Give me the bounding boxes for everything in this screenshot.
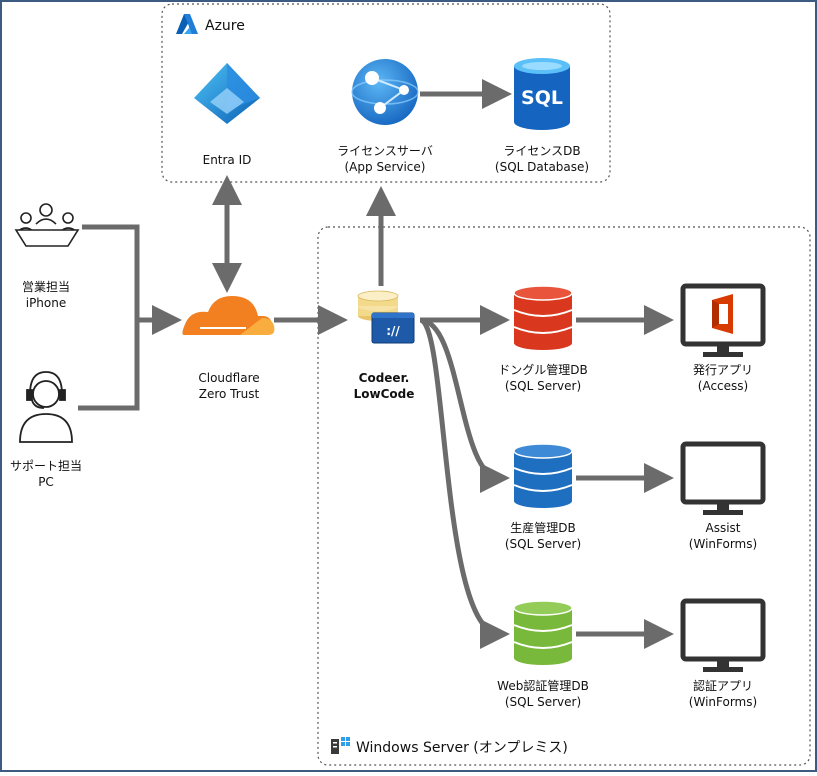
prod-db-sublabel: (SQL Server) (505, 537, 581, 551)
onprem-group-label: Windows Server (オンプレミス) (356, 740, 568, 756)
assist-app-node: Assist (WinForms) (680, 441, 766, 551)
sql-badge-text: SQL (521, 87, 563, 109)
license-db-node: SQL ライセンスDB (SQL Database) (495, 58, 589, 174)
cloudflare-label: Cloudflare (198, 371, 259, 385)
entra-id-label: Entra ID (203, 153, 252, 167)
database-green-icon (513, 600, 573, 665)
azure-group-border (161, 3, 611, 183)
prod-db-node: 生産管理DB (SQL Server) (505, 443, 581, 551)
issue-app-label: 発行アプリ (693, 363, 753, 377)
issue-app-node: 発行アプリ (Access) (680, 283, 766, 393)
database-red-icon (513, 285, 573, 350)
prod-db-label: 生産管理DB (510, 520, 575, 535)
assist-app-sublabel: (WinForms) (689, 537, 757, 551)
license-server-label: ライセンスサーバ (337, 144, 433, 158)
license-server-sublabel: (App Service) (345, 160, 426, 174)
web-db-node: Web認証管理DB (SQL Server) (497, 600, 589, 709)
auth-app-node: 認証アプリ (WinForms) (680, 598, 766, 709)
sales-client-node: 営業担当 iPhone (14, 203, 80, 310)
assist-app-label: Assist (705, 521, 740, 535)
auth-app-sublabel: (WinForms) (689, 695, 757, 709)
sales-client-sublabel: iPhone (26, 296, 67, 310)
azure-group: Azure (161, 3, 611, 183)
monitor-icon (680, 598, 766, 672)
auth-app-label: 認証アプリ (693, 678, 753, 693)
headset-operator-icon (19, 371, 73, 443)
onprem-group: Windows Server (オンプレミス) (317, 226, 811, 766)
codeer-badge-text: :// (386, 324, 400, 338)
support-client-label: サポート担当 (10, 459, 82, 473)
database-blue-icon (513, 443, 573, 508)
license-db-sublabel: (SQL Database) (495, 160, 589, 174)
client-merge-line (78, 224, 140, 411)
windows-server-icon (331, 737, 350, 754)
web-db-sublabel: (SQL Server) (505, 695, 581, 709)
codeer-sublabel: LowCode (354, 387, 415, 401)
azure-group-label: Azure (205, 18, 245, 34)
web-db-label: Web認証管理DB (497, 678, 589, 693)
cloudflare-sublabel: Zero Trust (199, 387, 260, 401)
codeer-to-prod-db-arrow (419, 317, 510, 493)
app-service-globe-icon (351, 59, 419, 125)
sql-database-icon: SQL (514, 58, 570, 130)
monitor-office-icon (680, 283, 766, 357)
onprem-group-border (317, 226, 811, 766)
azure-logo-icon (176, 14, 198, 34)
sales-client-label: 営業担当 (22, 280, 70, 294)
license-db-label: ライセンスDB (503, 144, 580, 158)
dongle-db-sublabel: (SQL Server) (505, 379, 581, 393)
connectors (78, 79, 674, 649)
issue-app-sublabel: (Access) (698, 379, 748, 393)
meeting-people-icon (14, 203, 80, 247)
codeer-node: :// Codeer. LowCode (354, 290, 415, 401)
codeer-lowcode-icon: :// (357, 290, 415, 344)
support-client-sublabel: PC (38, 475, 54, 489)
entra-id-icon (194, 63, 260, 124)
dongle-db-node: ドングル管理DB (SQL Server) (498, 285, 588, 393)
codeer-to-web-db-arrow (418, 317, 510, 649)
codeer-label: Codeer. (359, 371, 410, 385)
support-client-node: サポート担当 PC (10, 371, 82, 489)
dongle-db-label: ドングル管理DB (498, 362, 587, 377)
license-server-node: ライセンスサーバ (App Service) (337, 59, 433, 174)
cloudflare-cloud-icon (182, 296, 275, 335)
entra-id-node: Entra ID (194, 63, 260, 167)
monitor-icon (680, 441, 766, 515)
cloudflare-node: Cloudflare Zero Trust (182, 296, 275, 401)
